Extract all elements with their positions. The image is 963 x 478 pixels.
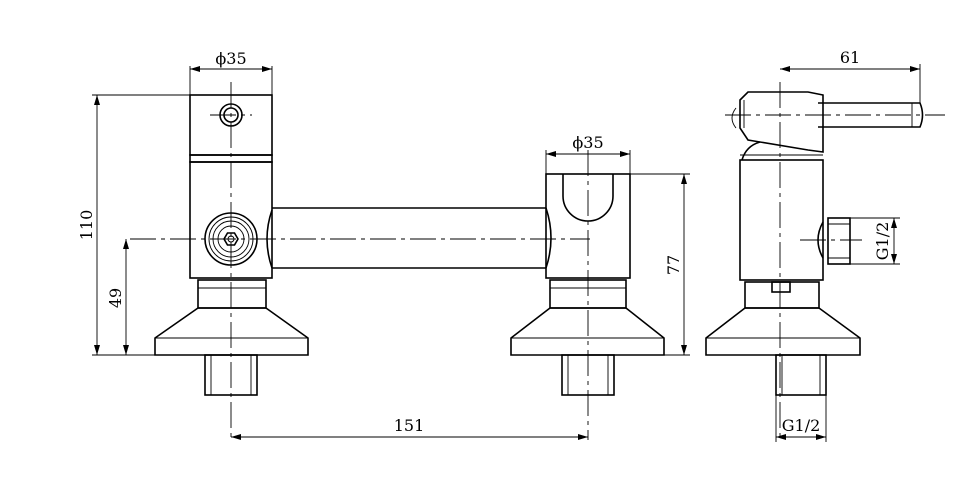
left-valve [154, 94, 309, 396]
connecting-pipe [272, 207, 552, 269]
dim-outlet-height-label: 49 [106, 288, 125, 308]
right-valve [510, 173, 665, 396]
dim-right-diameter: ϕ35 [545, 133, 631, 174]
dim-overall-height-label: 110 [77, 210, 96, 241]
dim-center-distance-label: 151 [394, 416, 425, 435]
dim-outlet-height: 49 [106, 239, 129, 355]
center-lines [130, 82, 945, 440]
dim-right-diameter-label: ϕ35 [572, 133, 603, 152]
dim-side-outlet-thread-label: G1/2 [873, 222, 892, 261]
dim-right-body-height: 77 [630, 173, 690, 356]
dim-left-diameter: ϕ35 [189, 49, 273, 95]
dim-side-inlet-thread: G1/2 [775, 395, 827, 442]
dim-side-inlet-thread-label: G1/2 [782, 416, 821, 435]
dim-overall-height: 110 [77, 94, 190, 356]
dim-side-outlet-thread: G1/2 [850, 217, 900, 265]
dim-center-distance: 151 [231, 416, 588, 440]
side-view [705, 91, 924, 396]
dim-side-depth-label: 61 [840, 48, 860, 67]
dim-right-body-height-label: 77 [664, 255, 683, 275]
dim-side-depth: 61 [780, 48, 921, 103]
dim-left-diameter-label: ϕ35 [215, 49, 246, 68]
